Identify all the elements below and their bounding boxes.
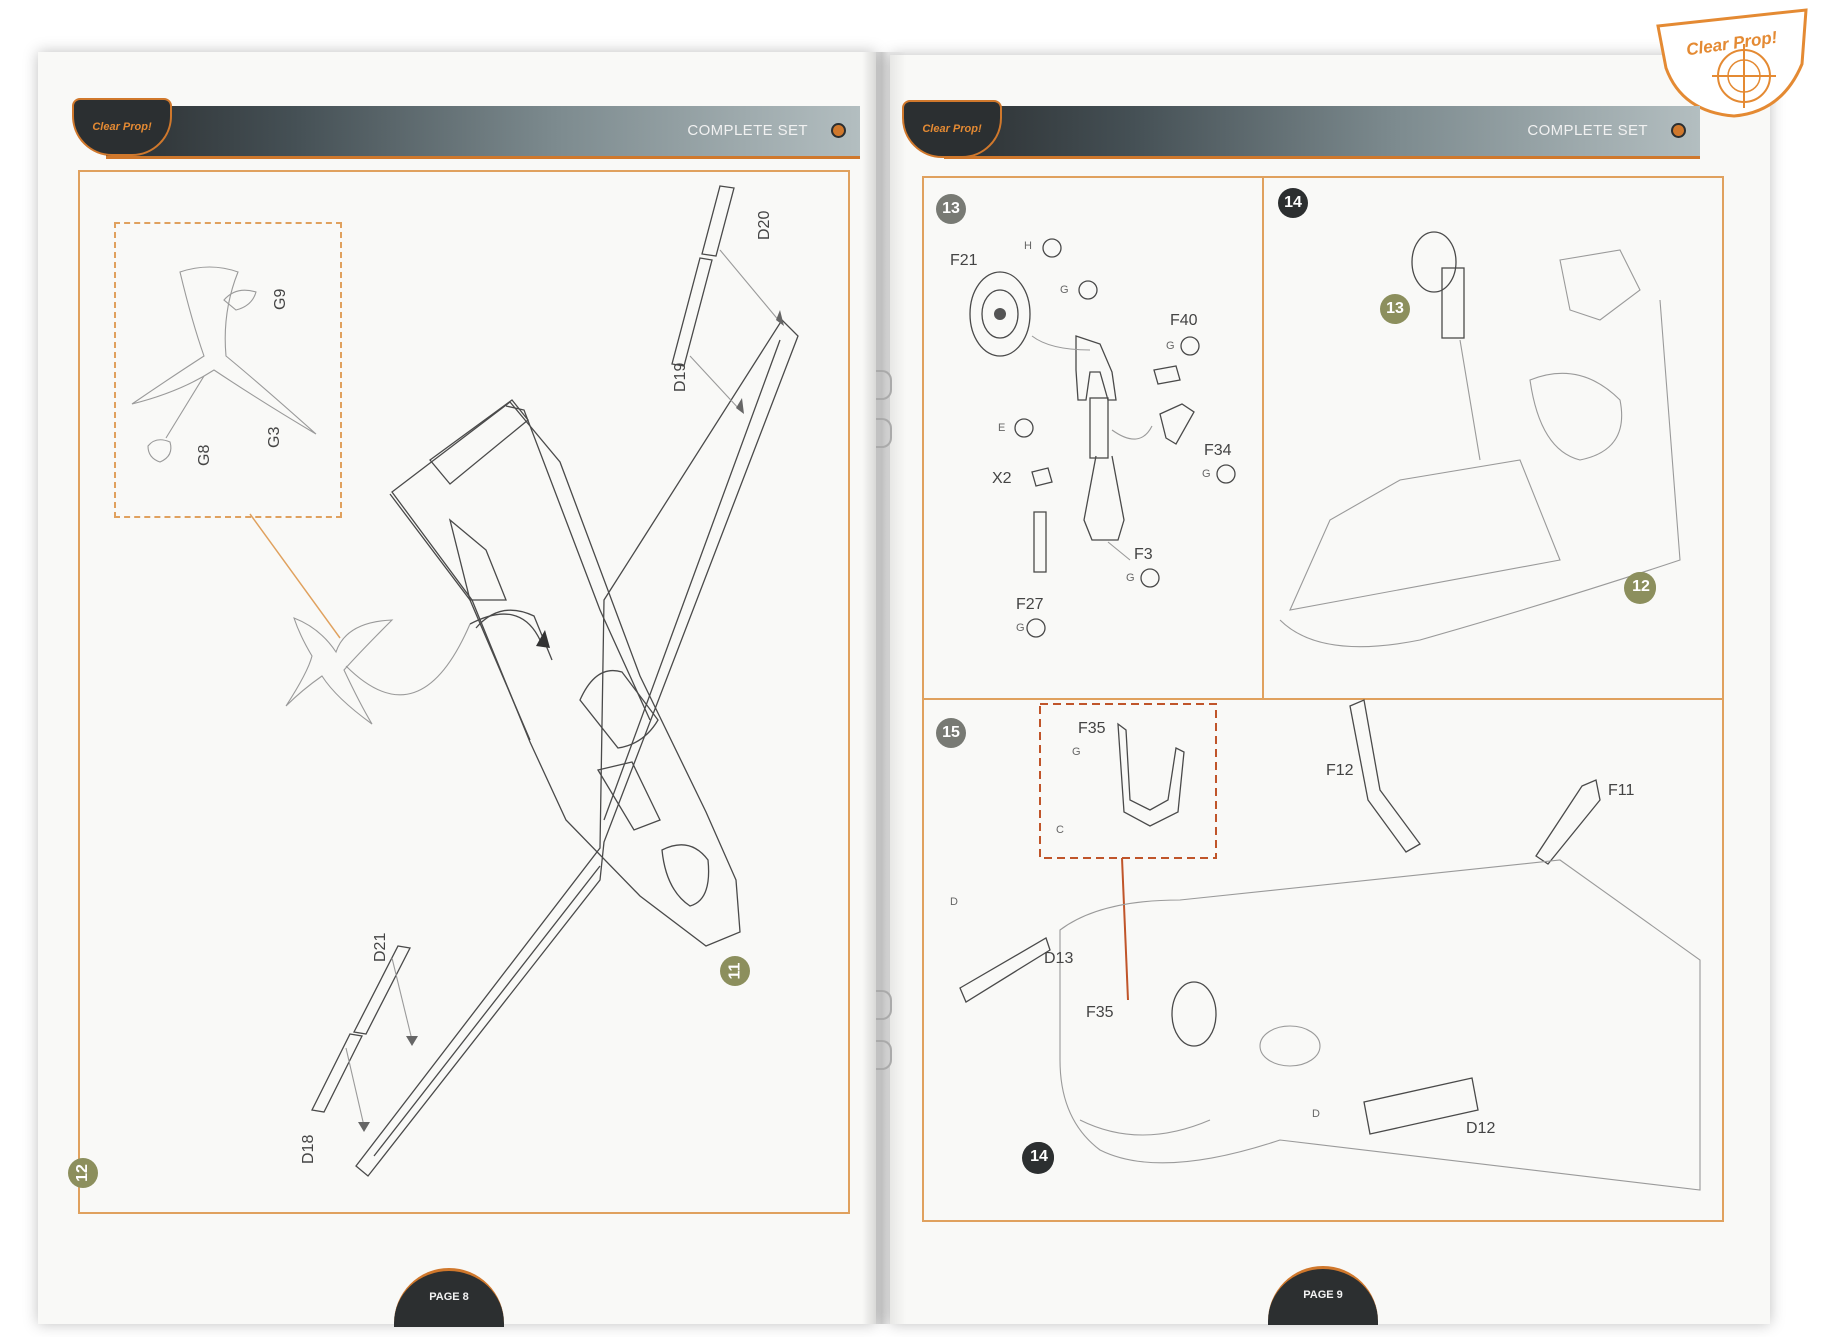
- part-label-g-d: G: [1126, 572, 1135, 584]
- part-label-e: E: [998, 422, 1006, 434]
- part-label-f11: F11: [1608, 782, 1635, 799]
- propeller-detail-box: [114, 222, 342, 518]
- staple-bottom-1: [876, 990, 892, 1020]
- part-label-f40: F40: [1170, 312, 1198, 329]
- ref-13-number: 13: [1386, 300, 1404, 317]
- right-header-dot-icon: [1673, 125, 1684, 136]
- part-label-f21: F21: [950, 252, 978, 269]
- part-label-g-c: G: [1202, 468, 1211, 480]
- step-14-number: 14: [1284, 194, 1302, 211]
- ref-12-badge: 12: [1626, 572, 1656, 602]
- step-11-badge: 11: [720, 956, 750, 986]
- right-header-logo-text: Clear Prop!: [922, 123, 982, 135]
- step-15-frame: [922, 698, 1724, 1222]
- part-label-h: H: [1024, 240, 1032, 252]
- brand-logo-icon: [1656, 8, 1808, 118]
- step-12-badge: 12: [68, 1158, 98, 1188]
- left-header-logo-text: Clear Prop!: [92, 121, 152, 133]
- step-15-badge: 15: [936, 718, 966, 748]
- spine-shadow: [862, 52, 906, 1324]
- right-header-bar: COMPLETE SET: [944, 106, 1700, 159]
- step-13-number: 13: [942, 200, 960, 217]
- part-label-f3: F3: [1134, 546, 1153, 563]
- ref-14-badge: 14: [1024, 1142, 1054, 1172]
- left-diagram-frame: [78, 170, 850, 1214]
- staple-bottom-2: [876, 1040, 892, 1070]
- part-label-d12: D12: [1466, 1120, 1496, 1137]
- part-label-x2: X2: [992, 470, 1012, 487]
- left-page: [38, 52, 876, 1324]
- staple-top-1: [876, 370, 892, 400]
- ref-14-number: 14: [1030, 1148, 1048, 1165]
- left-header-bar: COMPLETE SET: [106, 106, 860, 159]
- right-page: [890, 55, 1770, 1324]
- part-label-g-a: G: [1060, 284, 1069, 296]
- part-label-d-a: D: [950, 896, 958, 908]
- left-header-logo: Clear Prop!: [72, 98, 172, 156]
- part-label-g-b: G: [1166, 340, 1175, 352]
- right-header-title: COMPLETE SET: [1527, 122, 1648, 139]
- part-label-f27: F27: [1016, 596, 1044, 613]
- right-header-logo: Clear Prop!: [902, 100, 1002, 158]
- brand-logo: Clear Prop!: [1652, 4, 1812, 120]
- part-label-f35: F35: [1086, 1004, 1114, 1021]
- step-15-number: 15: [942, 724, 960, 741]
- left-header-title: COMPLETE SET: [687, 122, 808, 139]
- ref-12-number: 12: [1632, 578, 1650, 595]
- left-header-dot-icon: [833, 125, 844, 136]
- step-14-badge: 14: [1278, 188, 1308, 218]
- part-label-f34: F34: [1204, 442, 1232, 459]
- staple-top-2: [876, 418, 892, 448]
- left-page-label: PAGE 8: [429, 1291, 469, 1303]
- part-label-g-e: G: [1016, 622, 1025, 634]
- part-label-d13: D13: [1044, 950, 1074, 967]
- step-13-badge: 13: [936, 194, 966, 224]
- part-label-g-f: G: [1072, 746, 1081, 758]
- ref-13-badge: 13: [1380, 294, 1410, 324]
- right-page-label: PAGE 9: [1303, 1289, 1343, 1301]
- part-label-d-b: D: [1312, 1108, 1320, 1120]
- part-label-f12: F12: [1326, 762, 1354, 779]
- part-label-f35-detail: F35: [1078, 720, 1106, 737]
- part-label-c: C: [1056, 824, 1064, 836]
